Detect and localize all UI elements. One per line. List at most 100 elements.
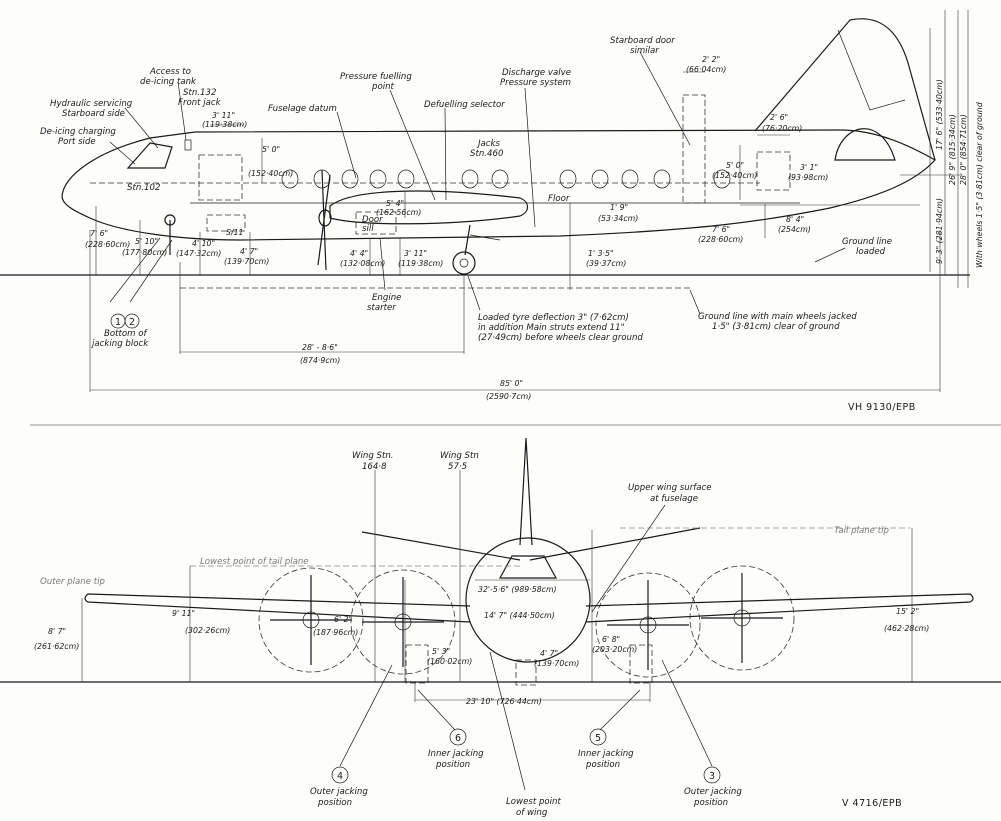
dim-4-7-front: 4' 7"(139·70cm) <box>534 649 579 668</box>
side-circle-1: 1 <box>115 317 122 328</box>
dim-9-3: 9' 3" (281·94cm) <box>935 198 944 264</box>
tail-fin <box>754 18 936 161</box>
dim-7-6-front: 7' 6"(228·60cm) <box>85 229 130 249</box>
dim-17-6: 17' 6" (533·40cm) <box>935 79 944 150</box>
dim-3-11: 3' 11"(119·38cm) <box>202 111 247 129</box>
dim-1-3-5: 1' 3·5"(39·37cm) <box>586 249 626 268</box>
cockpit-window <box>126 142 173 169</box>
front-circle-3: 3 <box>709 771 716 782</box>
label-fuselage-datum: Fuselage datum <box>268 104 337 114</box>
main-landing-gear <box>452 224 501 275</box>
dim-2-6: 2' 6"(76·20cm) <box>762 113 802 133</box>
label-lowest-tail-plane: Lowest point of tail plane <box>200 557 309 567</box>
dim-4-4: 4' 4"(132·08cm) <box>340 249 385 268</box>
dim-5-3: 5' 3"(160·02cm) <box>427 647 472 666</box>
dim-6-2: 6' 2"(187·96cm) <box>313 615 358 637</box>
label-s111: S/11 <box>226 228 244 237</box>
rear-service-door <box>756 151 791 191</box>
nose-landing-gear <box>164 214 176 255</box>
dim-8-4: 8' 4"(254cm) <box>778 215 811 234</box>
front-wing-right <box>585 593 974 623</box>
side-circle-2: 2 <box>129 317 136 328</box>
dim-85-0: 85' 0"(2590·7cm) <box>486 379 531 401</box>
tailplane <box>834 128 896 161</box>
dim-14-7: 14' 7" (444·50cm) <box>484 611 555 620</box>
dim-28-8-6: 28' - 8·6"(874·9cm) <box>300 343 340 365</box>
propeller-disc-inner-right <box>595 572 701 678</box>
label-defuelling-selector: Defuelling selector <box>424 100 505 110</box>
dim-32-5-6: 32'-5·6" (989·58cm) <box>478 585 557 594</box>
dim-1-9: 1' 9"(53·34cm) <box>598 203 638 223</box>
dim-15-2: 15' 2"(462·28cm) <box>884 607 929 633</box>
fuselage-outline <box>61 129 936 241</box>
label-wing-stn-164: Wing Stn.164·8 <box>352 451 394 472</box>
dim-5-10: 5' 10"(177·80cm) <box>122 237 167 257</box>
dim-2-2: 2' 2"(66·04cm) <box>686 55 726 74</box>
front-ref-tag: V 4716/EPB <box>842 798 902 809</box>
label-loaded-tyre: Loaded tyre deflection 3" (7·62cm)in add… <box>478 313 643 343</box>
propeller-disc-outer-left <box>258 567 364 673</box>
label-stn-102: Stn.102 <box>127 183 160 193</box>
rear-door <box>682 94 706 204</box>
dim-4-10: 4' 10"(147·32cm) <box>176 239 221 258</box>
front-wing-left <box>84 593 471 623</box>
front-windscreen <box>498 555 558 579</box>
front-access-panel <box>184 139 192 151</box>
dim-3-1: 3' 1"(93·98cm) <box>788 163 828 182</box>
engine-nacelle <box>329 190 529 225</box>
front-fuselage <box>465 537 591 663</box>
main-gear-left <box>405 644 429 684</box>
propeller-side <box>317 169 332 271</box>
label-floor: Floor <box>548 194 570 204</box>
dim-5-4: 5' 4"(162·56cm) <box>376 199 421 217</box>
dim-3-11-gear: 3' 11"(119·38cm) <box>398 249 443 268</box>
label-wheels-clear: With wheels 1·5" (3·81cm) clear of groun… <box>975 102 984 268</box>
front-tailplane <box>361 527 701 561</box>
dim-5-0-front: 5' 0"(152·40cm) <box>248 145 293 178</box>
cabin-windows <box>281 169 731 189</box>
propeller-disc-outer-right <box>689 565 795 671</box>
nose-gear-front <box>515 659 537 686</box>
dim-28-0: 28' 0" (854·71cm) <box>959 114 968 185</box>
label-outer-plane-tip: Outer plane tip <box>40 577 105 587</box>
dim-26-9: 26' 9" (815·34cm) <box>948 114 957 185</box>
dim-8-7: 8' 7"(261·62cm) <box>34 627 79 651</box>
side-ref-tag: VH 9130/EPB <box>848 402 916 413</box>
dim-6-8: 6' 8"(203·20cm) <box>592 635 637 654</box>
dim-5-0-rear: 5' 0"(152·40cm) <box>712 161 757 180</box>
main-gear-right <box>629 644 653 684</box>
dim-23-10: 23' 10" (726·44cm) <box>466 697 542 706</box>
dim-4-7: 4' 7"(139·70cm) <box>224 247 269 266</box>
hatch-s111 <box>206 214 246 232</box>
label-tail-plane-tip: Tail plane tip <box>834 526 889 536</box>
door-sill-box <box>355 211 397 235</box>
front-door <box>198 154 243 201</box>
front-circle-5: 5 <box>595 733 602 744</box>
front-circle-6: 6 <box>455 733 462 744</box>
dim-7-6-rear: 7' 6"(228·60cm) <box>698 225 743 244</box>
dim-9-11: 9' 11"(302·26cm) <box>172 609 230 635</box>
